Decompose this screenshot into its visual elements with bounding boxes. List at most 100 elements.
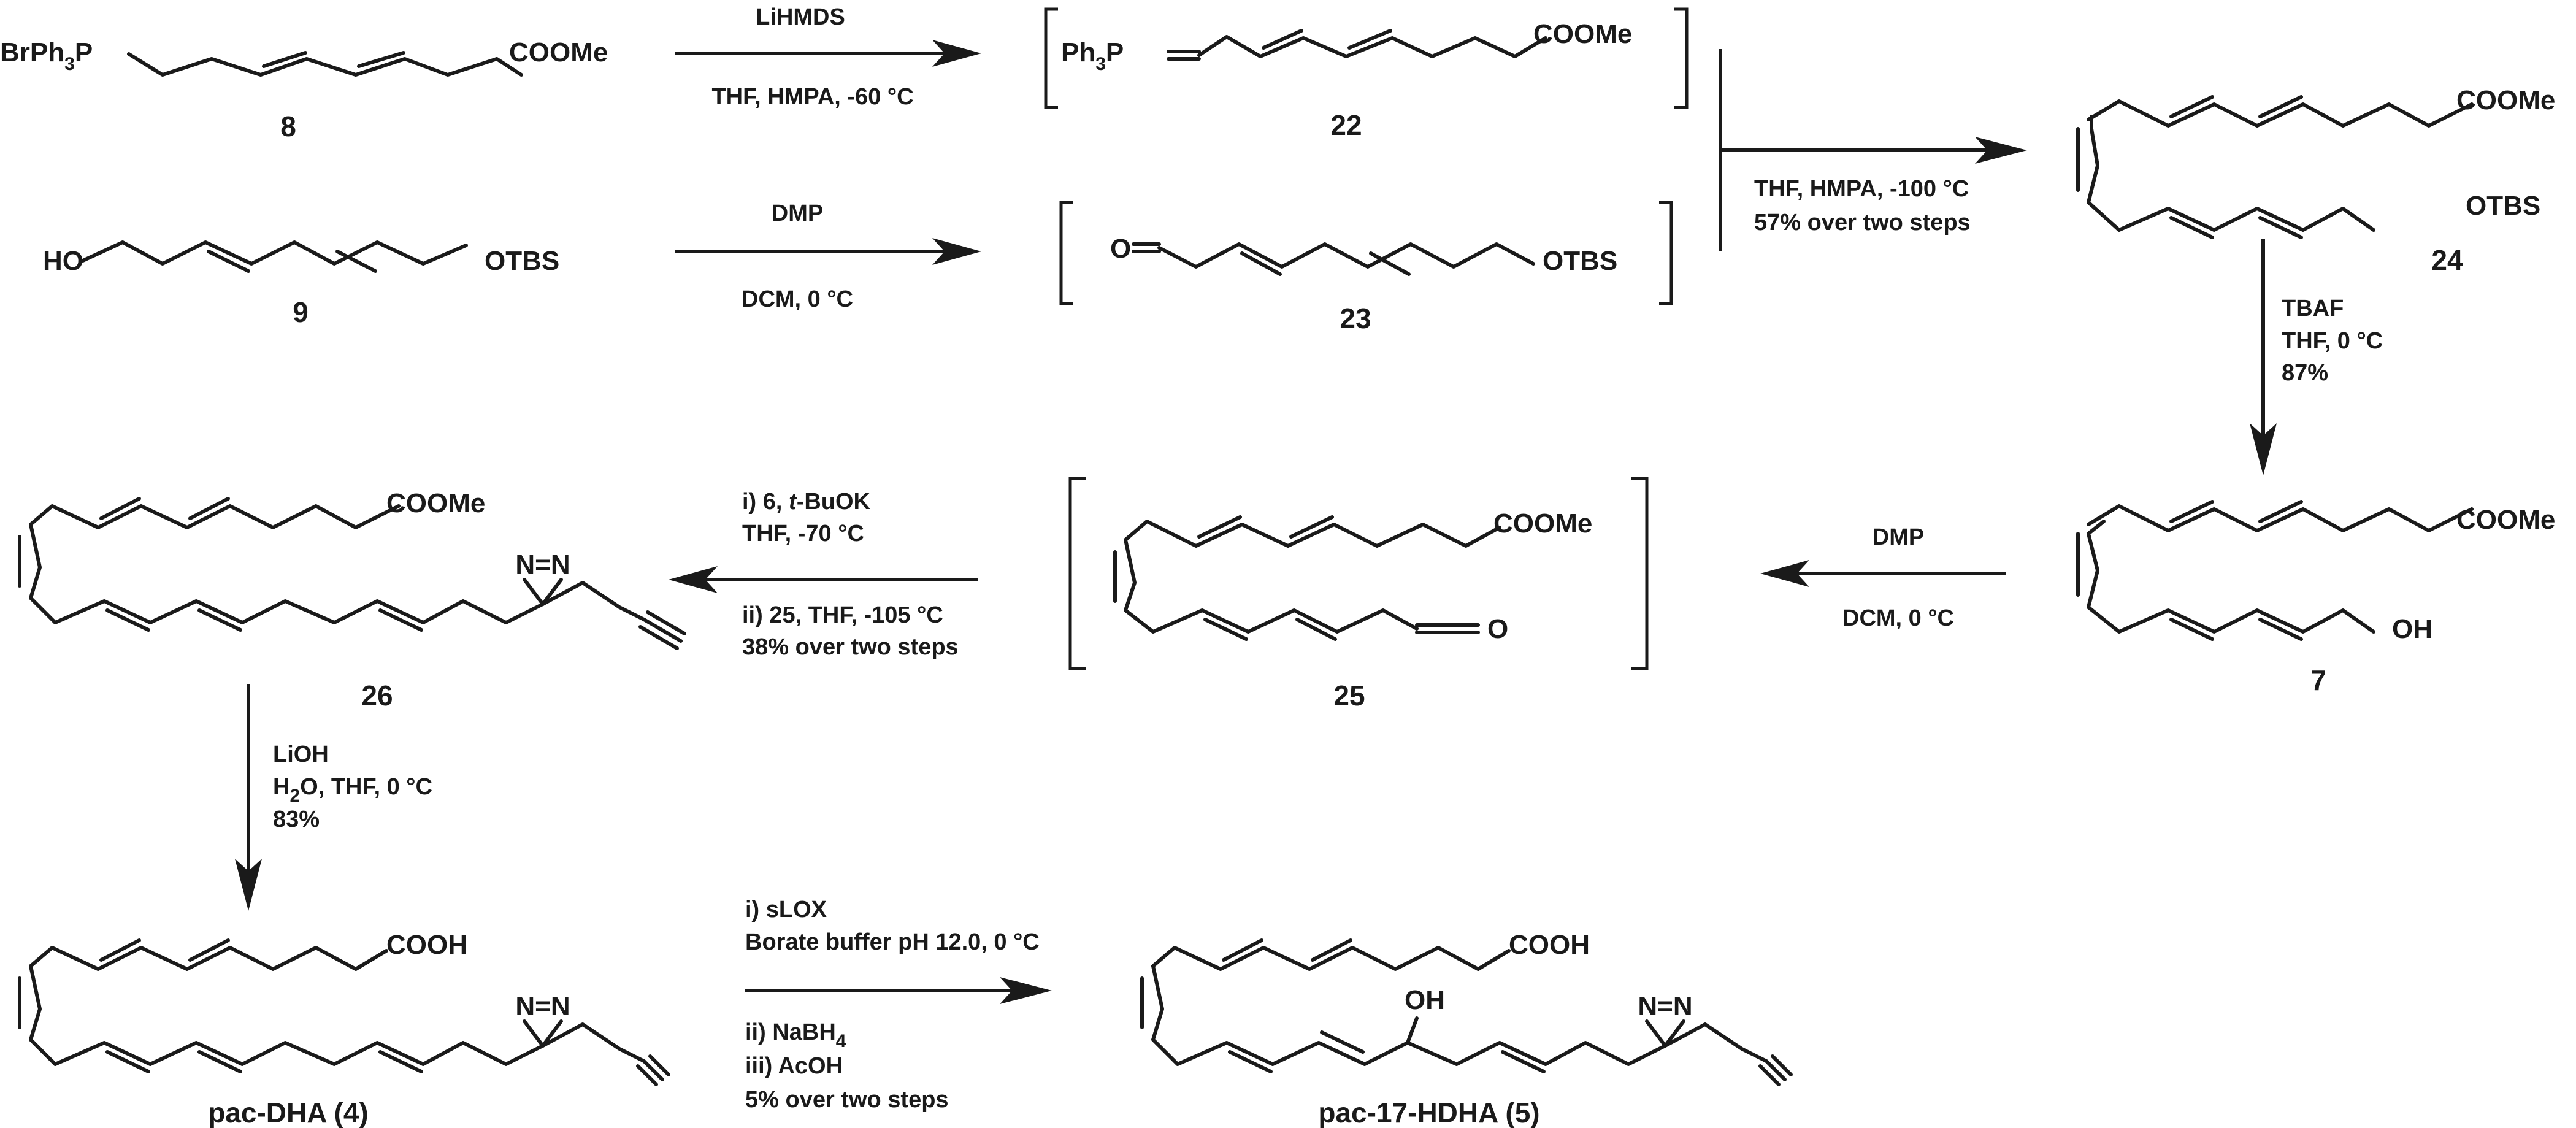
double-bond [2258,95,2303,118]
double-bond [1289,515,1334,539]
svg-text:87%: 87% [2282,360,2328,386]
arrowhead [2250,423,2277,475]
svg-text:THF, -70 °C: THF, -70 °C [742,521,864,547]
arrowhead [932,238,981,265]
compound-name-4: pac-DHA (4) [208,1097,369,1128]
acid-label: COOH [386,930,467,960]
diazirine-label: N=N [1638,991,1692,1021]
svg-text:ii) NaBH4: ii) NaBH4 [745,1019,846,1051]
compound-9-chain [81,240,468,266]
double-bond [378,608,423,632]
double-bond [105,1050,150,1073]
double-bond [1222,938,1263,962]
arrowhead [932,40,981,67]
double-bond [105,608,150,632]
alkyne-bond [642,618,683,643]
step-5: DMP DCM, 0 °C [1760,524,2006,631]
svg-text:iii) AcOH: iii) AcOH [745,1053,843,1079]
double-bond [2169,95,2214,118]
compound-5-upper-chain [1151,946,1511,971]
double-bond [1369,251,1411,276]
otbs-label: OTBS [2466,191,2540,221]
compound-26-upper-chain [29,504,401,529]
compound-name-5: pac-17-HDHA (5) [1318,1097,1539,1128]
double-bond [335,250,377,273]
ester-label: COOMe [2456,505,2555,535]
alkyne-bond [646,610,686,635]
bracket-right [1674,7,1689,109]
compound-24: COOMe OTBS 24 [2076,85,2555,276]
hydroxyl-label: OH [2392,614,2432,644]
bracket-left [1068,477,1086,670]
svg-text:TBAF: TBAF [2282,296,2344,321]
double-bond [188,497,230,520]
compound-25-lower-chain [1124,538,1419,634]
svg-text:38% over two steps: 38% over two steps [742,634,959,660]
double-bond [99,938,141,962]
bracket-right [1631,477,1649,670]
hydroxyl-label: HO [43,246,83,276]
step-1: LiHMDS THF, HMPA, -60 °C [675,4,981,110]
ester-label: COOMe [509,37,608,67]
compound-22: Ph3P COOMe 22 [1044,7,1689,141]
double-bond [262,51,307,68]
alkyne-bond [638,625,679,650]
alkyne-bond [1765,1059,1787,1081]
compound-number-25: 25 [1333,680,1365,712]
arrowhead [1760,560,1809,587]
compound-number-7: 7 [2310,664,2326,696]
double-bond [2258,618,2303,641]
svg-text:i) sLOX: i) sLOX [745,897,827,923]
svg-text:THF, HMPA, -100 °C: THF, HMPA, -100 °C [1754,176,1969,202]
double-bond [1501,1050,1546,1073]
svg-text:83%: 83% [273,807,320,832]
compound-number-23: 23 [1340,302,1371,334]
butynyl-chain [541,581,646,621]
double-bond [2258,500,2303,523]
double-bond [1228,1050,1273,1073]
step-4: TBAF THF, 0 °C 87% [2250,239,2383,475]
compound-22-chain [1197,35,1547,58]
svg-text:H2O, THF, 0 °C: H2O, THF, 0 °C [273,774,432,806]
compound-4-lower-chain [29,964,545,1066]
svg-text:DCM, 0 °C: DCM, 0 °C [1842,605,1954,631]
double-bond [2169,216,2214,239]
compound-4-upper-chain [29,946,388,971]
alkyne-bond [642,1059,664,1081]
double-bond [197,608,242,632]
double-bond [1311,938,1352,962]
compound-24-upper-chain [2087,99,2474,128]
step-2: DMP DCM, 0 °C [675,201,981,312]
svg-text:DMP: DMP [772,201,823,226]
butynyl-chain [541,1022,646,1063]
otbs-label: OTBS [485,246,559,276]
butynyl-chain [1663,1022,1768,1063]
compound-25-upper-chain [1124,520,1501,548]
diazirine-bond [1663,1019,1685,1048]
ester-label: COOMe [1533,19,1632,49]
double-bond [1347,29,1392,50]
compound-7: COOMe OH 7 [2076,500,2555,696]
double-bond [2258,216,2303,239]
diazirine-bond [541,578,563,606]
double-bond [357,51,405,68]
diazirine-label: N=N [515,550,570,580]
bracket-left [1059,201,1073,305]
acid-label: COOH [1509,930,1590,960]
compound-23: O OTBS 23 [1059,201,1673,334]
compound-number-8: 8 [280,110,296,142]
double-bond [1203,618,1248,641]
svg-text:Borate buffer pH 12.0, 0 °C: Borate buffer pH 12.0, 0 °C [745,929,1040,955]
compound-4: COOH N=N pac-DHA (4) [18,930,670,1128]
alkyne-bond [636,1064,658,1086]
diazirine-bond [523,1019,545,1048]
svg-text:ii) 25, THF, -105 °C: ii) 25, THF, -105 °C [742,602,943,628]
compound-5-lower-chain [1151,964,1667,1066]
compound-number-22: 22 [1330,109,1362,141]
compound-number-9: 9 [293,296,309,328]
compound-7-upper-chain [2087,504,2474,532]
step-6: i) 6, t-BuOK THF, -70 °C ii) 25, THF, -1… [669,489,978,660]
svg-text:THF, 0 °C: THF, 0 °C [2282,328,2383,354]
double-bond [99,497,141,520]
step-3: THF, HMPA, -100 °C 57% over two steps [1719,49,2027,251]
